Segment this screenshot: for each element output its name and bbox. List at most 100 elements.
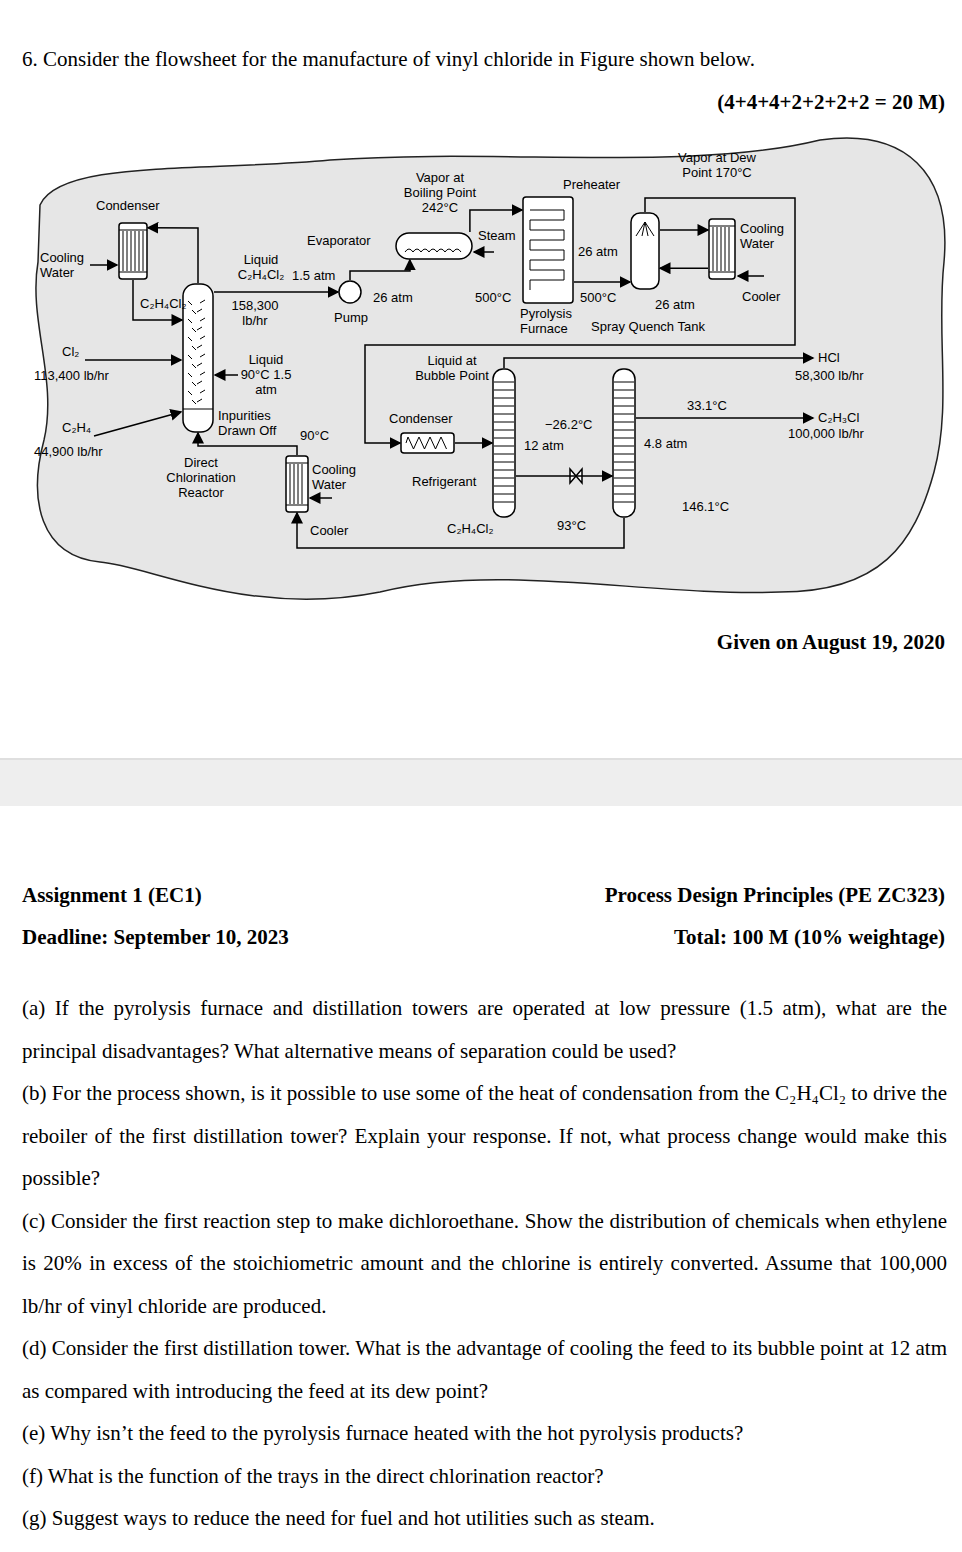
- stream-label: 58,300 lb/hr: [795, 368, 864, 383]
- stream-label: C₂H₄: [62, 420, 91, 435]
- question-list: (a) If the pyrolysis furnace and distill…: [22, 987, 947, 1540]
- condenser-symbol: [118, 222, 148, 280]
- distillation-tower: 4.8 atm: [612, 368, 636, 518]
- process-stream: [516, 475, 612, 477]
- process-stream: [350, 260, 410, 280]
- condenser-symbol: [400, 432, 455, 454]
- stream-label: C₂H₄Cl₂: [447, 521, 493, 536]
- stream-label: Liquid 90°C 1.5 atm: [240, 352, 292, 397]
- cooling-water-line: [90, 264, 117, 266]
- stream-label: Preheater: [563, 177, 620, 192]
- stream-label: HCl: [818, 350, 840, 365]
- chlorine-feed: [85, 359, 181, 361]
- document-text: Given on August 19, 2020: [717, 630, 945, 655]
- stream-label: 26 atm: [373, 290, 413, 305]
- pump: Pump: [338, 280, 362, 304]
- evaporator-symbol: [395, 232, 473, 260]
- stream-label: Cl₂: [62, 344, 79, 359]
- process-stream: [214, 291, 338, 293]
- stream-label: Liquid at Bubble Point: [415, 353, 489, 383]
- process-stream: [660, 267, 708, 269]
- condenser: Condenser: [118, 222, 148, 280]
- question-text: (e) Why isn’t the feed to the pyrolysis …: [22, 1412, 947, 1455]
- steam-line: [474, 251, 494, 253]
- cooler-symbol: [285, 455, 309, 513]
- recycle-inlet-line: [215, 374, 238, 376]
- hcl-product-line: [504, 358, 813, 368]
- stream-label: 26 atm: [578, 244, 618, 259]
- process-stream: [660, 229, 708, 231]
- stream-label: 33.1°C: [687, 398, 727, 413]
- stream-label: 90°C: [300, 428, 329, 443]
- vinyl-chloride-product-line: [636, 417, 813, 419]
- condenser: Condenser: [400, 432, 455, 454]
- stream-label: −26.2°C: [545, 417, 592, 432]
- process-region: [36, 138, 945, 599]
- equipment-label: Condenser: [96, 198, 160, 213]
- stream-label: 500°C: [580, 290, 616, 305]
- stream-label: Refrigerant: [412, 474, 476, 489]
- cooling-water-line: [738, 275, 764, 277]
- stream-label: Vapor at Dew Point 170°C: [676, 150, 758, 180]
- process-stream: [148, 228, 198, 283]
- chlorination-reactor: Direct Chlorination Reactor: [182, 283, 214, 433]
- equipment-label: Cooler: [310, 523, 348, 538]
- stream-label: 113,400 lb/hr: [34, 368, 109, 383]
- document-text: Assignment 1 (EC1): [22, 883, 202, 908]
- distillation-tower-symbol: [492, 368, 516, 518]
- equipment-label: Direct Chlorination Reactor: [160, 455, 242, 500]
- equipment-label: 4.8 atm: [644, 436, 687, 451]
- equipment-label: Pyrolysis Furnace: [520, 306, 586, 336]
- question-text: (d) Consider the first distillation towe…: [22, 1327, 947, 1412]
- distillation-tower: 12 atm: [492, 368, 516, 518]
- process-stream: [297, 513, 624, 548]
- document-text: Total: 100 M (10% weightage): [674, 925, 945, 950]
- equipment-label: Condenser: [389, 411, 453, 426]
- document-text: Process Design Principles (PE ZC323): [605, 883, 945, 908]
- quench-tank: Spray Quench Tank: [630, 212, 660, 290]
- process-stream: [455, 442, 492, 444]
- process-stream: [365, 198, 795, 443]
- separator-band: [0, 760, 962, 806]
- pyrolysis-furnace-symbol: [522, 196, 574, 304]
- stream-label: Inpurities Drawn Off: [218, 408, 298, 438]
- ethylene-feed: [94, 412, 181, 436]
- cooler-symbol: [708, 218, 736, 280]
- question-text: (a) If the pyrolysis furnace and distill…: [22, 987, 947, 1072]
- stream-label: Cooling Water: [40, 250, 90, 280]
- evaporator: Evaporator: [395, 232, 473, 260]
- stream-label: Liquid C₂H₄Cl₂: [226, 252, 296, 282]
- separator-line: [0, 758, 962, 760]
- equipment-label: Pump: [334, 310, 368, 325]
- stream-label: 26 atm: [655, 297, 695, 312]
- distillation-tower-symbol: [612, 368, 636, 518]
- stream-label: Cooling Water: [740, 221, 795, 251]
- pyrolysis-furnace: Pyrolysis Furnace: [522, 196, 574, 304]
- document-text: Deadline: September 10, 2023: [22, 925, 289, 950]
- stream-label: Vapor at Boiling Point 242°C: [395, 170, 485, 215]
- cooler: Cooler: [708, 218, 736, 280]
- quench-tank-symbol: [630, 212, 660, 290]
- document-text: (4+4+4+2+2+2+2 = 20 M): [717, 90, 945, 115]
- stream-label: 1.5 atm: [292, 268, 335, 283]
- stream-label: 44,900 lb/hr: [34, 444, 103, 459]
- question-text: (f) What is the function of the trays in…: [22, 1455, 947, 1498]
- stream-label: 100,000 lb/hr: [788, 426, 864, 441]
- chlorination-reactor-symbol: [182, 283, 214, 433]
- equipment-label: Cooler: [742, 289, 780, 304]
- question-text: (g) Suggest ways to reduce the need for …: [22, 1497, 947, 1540]
- equipment-label: Evaporator: [307, 233, 371, 248]
- cooler: Cooler: [285, 455, 309, 513]
- stream-label: Steam: [478, 228, 516, 243]
- question-text: (c) Consider the first reaction step to …: [22, 1200, 947, 1328]
- stream-label: C₂H₃Cl: [818, 410, 859, 425]
- process-stream: [574, 281, 630, 283]
- stream-label: C₂H₄Cl₂: [140, 296, 186, 311]
- equipment-label: Spray Quench Tank: [591, 319, 705, 334]
- stream-label: 158,300 lb/hr: [226, 298, 284, 328]
- question-text: (b) For the process shown, is it possibl…: [22, 1072, 947, 1200]
- stream-label: Cooling Water: [312, 462, 367, 492]
- pump-symbol: [338, 280, 362, 304]
- stream-label: 146.1°C: [682, 499, 729, 514]
